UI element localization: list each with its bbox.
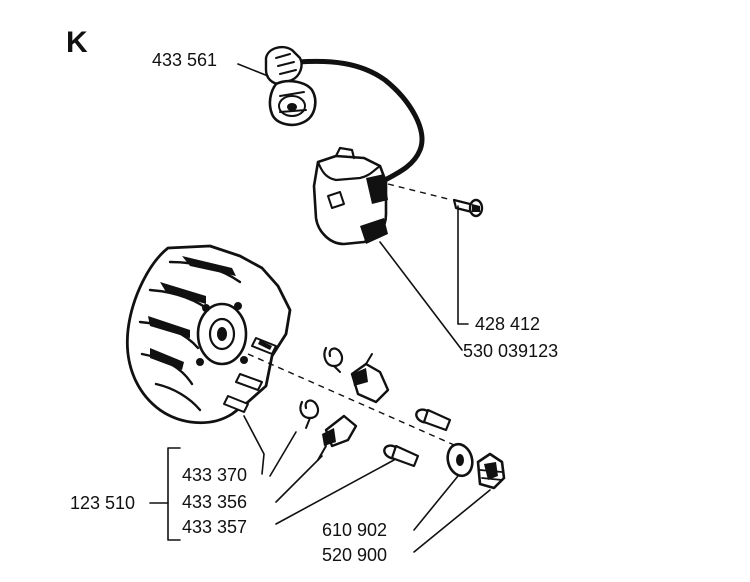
washer	[446, 442, 474, 478]
pawl-pin-upper	[415, 408, 452, 432]
label-washer: 610 902	[322, 520, 387, 540]
module-screw-axis	[387, 183, 453, 201]
spark-plug-cap	[264, 46, 425, 183]
spring-lower	[299, 399, 320, 429]
section-letter: K	[66, 26, 88, 59]
ignition-module	[312, 146, 388, 246]
spring-upper	[323, 346, 344, 373]
flywheel	[125, 244, 292, 425]
pawl-pin-lower	[383, 444, 420, 468]
leader-lines	[149, 63, 491, 553]
nut	[476, 452, 506, 490]
pawl-lower	[317, 414, 358, 461]
label-nut: 520 900	[322, 545, 387, 565]
label-ignition-cable: 433 561	[152, 50, 217, 70]
label-module-screw: 428 412	[475, 314, 540, 334]
label-flywheel: 123 510	[70, 493, 135, 513]
label-pawl-pin: 433 357	[182, 517, 247, 537]
crankshaft-axis	[247, 353, 471, 453]
label-spring: 433 370	[182, 465, 247, 485]
module-screw	[452, 198, 484, 218]
label-ignition-module: 530 039123	[463, 341, 558, 361]
label-pawl: 433 356	[182, 492, 247, 512]
pawl-upper	[350, 353, 390, 404]
